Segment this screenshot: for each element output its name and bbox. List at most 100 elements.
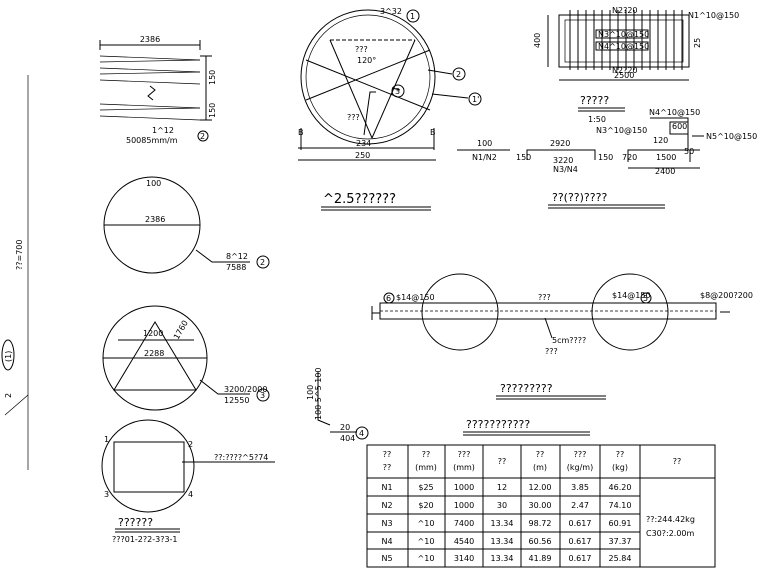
svg-text:0.617: 0.617 [569,519,592,528]
material-table: ??????????? ?? ?? ?? (mm) ??? (mm) ?? ??… [366,418,716,568]
svg-text:N4^10@150: N4^10@150 [649,108,700,117]
svg-text:1200: 1200 [143,329,163,338]
svg-text:5: 5 [643,294,648,303]
svg-text:3220: 3220 [553,156,573,165]
svg-text:1000: 1000 [454,483,474,492]
svg-text:N5^10@150: N5^10@150 [706,132,757,141]
svg-text:1760: 1760 [172,319,190,341]
svg-text:234: 234 [356,139,371,148]
svg-text:37.37: 37.37 [609,537,632,546]
svg-text:N3/N4: N3/N4 [553,165,578,174]
svg-text:??: ?? [383,463,392,472]
svg-text:400: 400 [533,33,542,48]
svg-text:2400: 2400 [655,167,675,176]
left-elevation: ??=700 (1) 2 [1,75,29,470]
svg-text:N2?20: N2?20 [612,66,638,75]
svg-text:120: 120 [653,136,668,145]
svg-text:250: 250 [355,151,370,160]
svg-text:2: 2 [200,132,205,141]
svg-text:2386: 2386 [145,215,165,224]
svg-text:25: 25 [693,38,702,48]
svg-text:720: 720 [622,153,637,162]
svg-text:60.91: 60.91 [609,519,632,528]
svg-text:98.72: 98.72 [529,519,552,528]
table-row: N5 ^10 3140 13.34 41.89 0.617 25.84 [381,554,631,563]
cap-plan: N2?20 N1^10@150 N3^10@150 N4^10@150 N2?2… [533,6,739,124]
elevation-circle [1,339,15,371]
svg-text:2.47: 2.47 [571,501,589,510]
svg-text:??: ?? [498,457,507,466]
table-row: N4 ^10 4540 13.34 60.56 0.617 37.37 [381,537,631,546]
svg-text:20: 20 [340,423,350,432]
svg-text:150: 150 [208,103,217,118]
plan-title: ????? [580,94,609,107]
svg-text:??: ?? [536,450,545,459]
svg-text:^10: ^10 [418,519,435,528]
svg-text:2: 2 [456,70,461,79]
svg-text:4540: 4540 [454,537,474,546]
svg-text:$20: $20 [418,501,433,510]
svg-text:30.00: 30.00 [529,501,552,510]
svg-text:N3^10@150: N3^10@150 [596,126,647,135]
svg-text:3.85: 3.85 [571,483,589,492]
section-title: ^2.5?????? [323,192,396,207]
svg-text:2920: 2920 [550,139,570,148]
svg-text:150: 150 [208,70,217,85]
circle-detail-2: 1200 2288 1760 3200/2000 12550 3 [102,305,270,411]
svg-text:N1/N2: N1/N2 [472,153,497,162]
svg-text:100: 100 [306,385,315,400]
svg-text:???: ??? [347,113,360,122]
svg-text:??: ?? [422,450,431,459]
svg-text:???: ??? [545,347,558,356]
table-row: N2 $20 1000 30 30.00 2.47 74.10 [381,501,631,510]
svg-text:12: 12 [497,483,507,492]
svg-text:41.89: 41.89 [529,554,552,563]
svg-text:0.617: 0.617 [569,537,592,546]
beam-title: ????????? [500,382,553,395]
svg-text:2: 2 [260,258,265,267]
svg-text:N3: N3 [381,519,392,528]
svg-text:7400: 7400 [454,519,474,528]
table-note-2: C30?:2.00m [646,529,695,538]
table-title: ??????????? [466,418,530,431]
svg-text:N2: N2 [381,501,392,510]
svg-text:$25: $25 [418,483,433,492]
beam-elevation: 6 $14@150 ??? $14@150 5 $8@200?200 5cm??… [371,273,753,400]
svg-text:0.617: 0.617 [569,554,592,563]
svg-text:60.56: 60.56 [529,537,552,546]
svg-text:30: 30 [497,501,507,510]
svg-text:8^12: 8^12 [226,252,248,261]
svg-text:74.10: 74.10 [609,501,632,510]
svg-text:N4^10@150: N4^10@150 [598,42,649,51]
svg-text:50: 50 [684,147,694,156]
svg-text:$14@150: $14@150 [396,293,435,302]
svg-text:B: B [298,128,304,137]
svg-text:^10: ^10 [418,537,435,546]
top-left-bar-detail: 2386 150 150 1^12 50085mm/m 2 [99,35,217,145]
svg-text:???01-2?2-3?3-1: ???01-2?2-3?3-1 [112,535,178,544]
circle-detail-3: 1 2 3 4 ??:????^5?74 ?????? ???01-2?2-3?… [101,419,275,544]
svg-text:???: ??? [538,293,551,302]
svg-text:(kg): (kg) [612,463,628,472]
top-left-dim: 2386 [140,35,160,44]
table-row: N1 $25 1000 12 12.00 3.85 46.20 [381,483,631,492]
svg-text:5cm????: 5cm???? [552,336,586,345]
svg-text:1: 1 [410,12,415,21]
pile-section: 3^32 1 2 3 1' ??? 120° ??? B B 234 250 ^… [298,7,482,211]
elevation-dim-label: ??=700 [15,240,24,270]
svg-text:1': 1' [472,95,479,104]
svg-text:100: 100 [477,139,492,148]
svg-text:???: ??? [574,450,587,459]
svg-text:46.20: 46.20 [609,483,632,492]
svg-text:(mm): (mm) [415,463,437,472]
svg-text:N3^10@150: N3^10@150 [598,30,649,39]
svg-text:3200/2000: 3200/2000 [224,385,267,394]
svg-text:N5: N5 [381,554,392,563]
top-left-length-note: 50085mm/m [126,136,178,145]
svg-text:2288: 2288 [144,349,164,358]
svg-text:4: 4 [359,429,364,438]
svg-text:3: 3 [260,391,265,400]
svg-text:N1^10@150: N1^10@150 [688,11,739,20]
svg-text:404: 404 [340,434,355,443]
